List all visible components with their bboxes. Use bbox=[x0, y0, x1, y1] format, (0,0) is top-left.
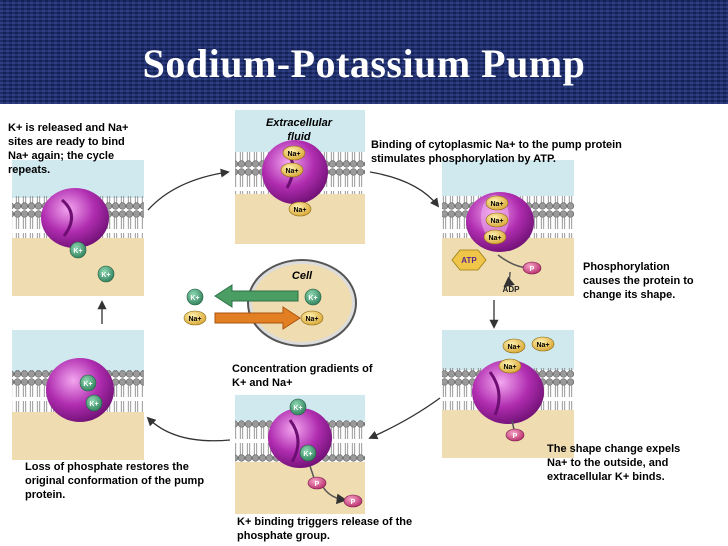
title-banner bbox=[0, 0, 728, 104]
sodium-ion-label: Na+ bbox=[536, 342, 549, 349]
phosphate-label: P bbox=[315, 481, 320, 488]
sodium-ion-label: Na+ bbox=[305, 316, 318, 323]
potassium-ion-label: K+ bbox=[303, 451, 312, 458]
sodium-ion-icon bbox=[483, 229, 507, 245]
potassium-ion-icon bbox=[69, 241, 87, 259]
sodium-ion-icon bbox=[280, 162, 304, 178]
energy-molecules: ATP ADP P P P P bbox=[307, 249, 542, 508]
phosphate-icon bbox=[522, 261, 542, 275]
potassium-ion-label: K+ bbox=[190, 295, 199, 302]
step-phosphorylation-text: Phosphorylation causes the protein to ch… bbox=[583, 261, 694, 301]
sodium-ion-icon bbox=[183, 310, 207, 326]
sodium-ion-label: Na+ bbox=[285, 168, 298, 175]
sodium-ion-icon bbox=[498, 358, 522, 374]
cell-label: Cell bbox=[292, 270, 313, 282]
cell-gradient-panel bbox=[214, 259, 357, 347]
potassium-ion-label: K+ bbox=[89, 401, 98, 408]
step-shape-change-text: The shape change expels Na+ to the outsi… bbox=[547, 443, 681, 483]
atp-label: ATP bbox=[461, 256, 477, 265]
sodium-ion-icon bbox=[300, 310, 324, 326]
k-gradient-arrow bbox=[214, 284, 299, 308]
potassium-ion-icon bbox=[289, 398, 307, 416]
sodium-ion-label: Na+ bbox=[490, 218, 503, 225]
potassium-ion-icon bbox=[85, 394, 103, 412]
cycle-arrows bbox=[97, 168, 499, 442]
phosphate-label: P bbox=[513, 433, 518, 440]
sodium-ion-icon bbox=[531, 336, 555, 352]
sodium-ion-icon bbox=[282, 145, 306, 161]
phosphate-label: P bbox=[351, 499, 356, 506]
potassium-ion-label: K+ bbox=[83, 381, 92, 388]
na-gradient-arrow bbox=[214, 306, 301, 330]
potassium-ion-icon bbox=[304, 288, 322, 306]
panel-right-bottom bbox=[442, 330, 574, 458]
page-title: Sodium-Potassium Pump bbox=[142, 41, 586, 86]
step-k-binding-text: K+ binding triggers release of the phosp… bbox=[237, 516, 413, 542]
phosphate-icon bbox=[343, 494, 363, 508]
gradients-text: Concentration gradients of K+ and Na+ bbox=[232, 363, 373, 389]
phosphate-icon bbox=[307, 476, 327, 490]
sodium-ion-icon bbox=[485, 195, 509, 211]
potassium-ion-label: K+ bbox=[73, 248, 82, 255]
extracellular-fluid-label: Extracellular fluid bbox=[265, 117, 333, 143]
potassium-ion-icon bbox=[97, 265, 115, 283]
sodium-ion-label: Na+ bbox=[503, 364, 516, 371]
step-binding-text: Binding of cytoplasmic Na+ to the pump p… bbox=[371, 139, 622, 165]
step-loss-phosphate-text: Loss of phosphate restores the original … bbox=[25, 461, 205, 501]
potassium-ion-icon bbox=[186, 288, 204, 306]
potassium-ion-label: K+ bbox=[308, 295, 317, 302]
sodium-ion-label: Na+ bbox=[293, 207, 306, 214]
sodium-ion-label: Na+ bbox=[490, 201, 503, 208]
panel-right-top bbox=[442, 160, 574, 296]
phosphate-icon bbox=[505, 428, 525, 442]
phosphate-label: P bbox=[530, 266, 535, 273]
pump-protein-icon bbox=[268, 408, 332, 468]
sodium-ion-icon bbox=[485, 212, 509, 228]
sodium-ion-label: Na+ bbox=[188, 316, 201, 323]
pump-protein-icon bbox=[41, 188, 109, 248]
panel-left-top bbox=[12, 160, 144, 296]
sodium-ion-label: Na+ bbox=[287, 151, 300, 158]
sodium-ion-icon bbox=[502, 338, 526, 354]
pump-protein-icon bbox=[472, 360, 544, 424]
sodium-ion-label: Na+ bbox=[507, 344, 520, 351]
sodium-ion-label: Na+ bbox=[488, 235, 501, 242]
atp-icon bbox=[451, 249, 487, 271]
pump-protein-icon bbox=[46, 358, 114, 422]
potassium-ion-icon bbox=[299, 444, 317, 462]
potassium-ion-icon bbox=[79, 374, 97, 392]
potassium-ion-label: K+ bbox=[293, 405, 302, 412]
step-release-text: K+ is released and Na+ sites are ready t… bbox=[8, 122, 129, 176]
adp-label: ADP bbox=[503, 285, 521, 294]
potassium-ion-label: K+ bbox=[101, 272, 110, 279]
sodium-ion-icon bbox=[288, 201, 312, 217]
ions: Na+ Na+ Na+ Na+ Na+ Na+ Na+ Na+ Na+ K+ K… bbox=[69, 145, 555, 462]
panel-left-bottom bbox=[12, 330, 144, 460]
